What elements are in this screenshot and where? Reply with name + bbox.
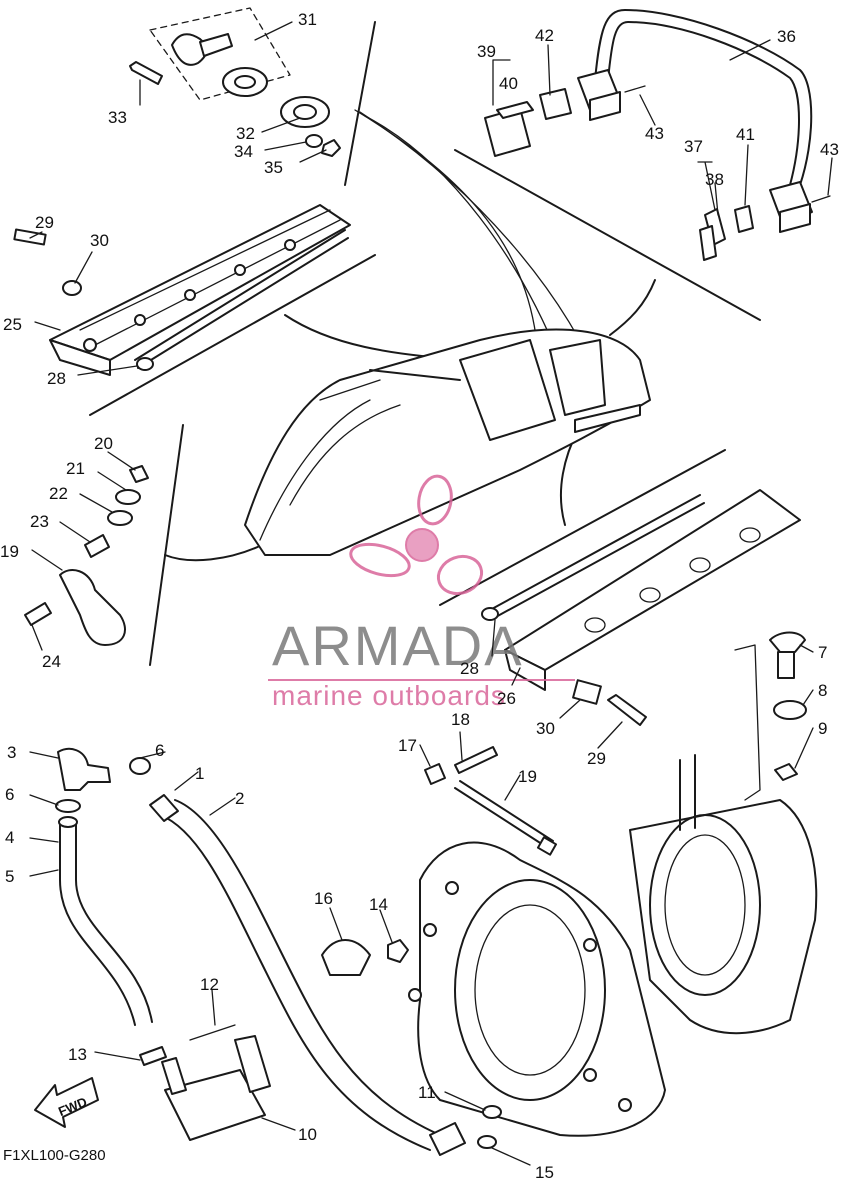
callout-21: 20 bbox=[94, 434, 113, 453]
callout-20: 19 bbox=[0, 542, 19, 561]
watermark-tagline: marine outboards bbox=[272, 680, 506, 711]
grab-handle-group bbox=[484, 9, 831, 261]
callout-32: 32 bbox=[236, 124, 255, 143]
section-borders bbox=[89, 21, 761, 666]
callout-30a: 30 bbox=[90, 231, 109, 250]
callout-43a: 43 bbox=[645, 124, 664, 143]
bilge-plug-group bbox=[734, 631, 807, 801]
callout-18: 18 bbox=[451, 710, 470, 729]
leader-lines bbox=[29, 21, 833, 1166]
hull-housing bbox=[408, 754, 818, 1149]
callout-9: 9 bbox=[818, 719, 827, 738]
callout-3: 3 bbox=[7, 743, 16, 762]
callout-34: 34 bbox=[234, 142, 253, 161]
callout-41: 41 bbox=[736, 125, 755, 144]
callout-11-label: 11 bbox=[418, 1083, 436, 1102]
callout-14: 14 bbox=[369, 895, 388, 914]
watermark: ARMADA marine outboards bbox=[268, 474, 575, 711]
callout-5: 5 bbox=[5, 867, 14, 886]
callout-23: 22 bbox=[49, 484, 68, 503]
callout-13: 13 bbox=[68, 1045, 87, 1064]
callout-labels: 31 32 33 34 35 39 40 42 36 43 37 38 41 4… bbox=[0, 10, 839, 1181]
callout-27: 25 bbox=[3, 315, 22, 334]
diagram-code: F1XL100-G280 bbox=[3, 1147, 106, 1164]
callout-37: 37 bbox=[684, 137, 703, 156]
callout-8: 8 bbox=[818, 681, 827, 700]
callout-26: 26 bbox=[497, 689, 516, 708]
callout-16: 16 bbox=[314, 889, 333, 908]
callout-29b: 29 bbox=[587, 749, 606, 768]
callout-10-label: 10 bbox=[298, 1125, 317, 1144]
callout-19: 19 bbox=[518, 767, 537, 786]
drain-plug-group bbox=[129, 7, 341, 157]
callout-33: 33 bbox=[108, 108, 127, 127]
propeller-icon bbox=[349, 474, 484, 596]
callout-36: 36 bbox=[777, 27, 796, 46]
callout-39: 39 bbox=[477, 42, 496, 61]
callout-38: 38 bbox=[705, 170, 724, 189]
jet-ski-body bbox=[244, 328, 651, 556]
callout-43b: 43 bbox=[820, 140, 839, 159]
callout-12: 12 bbox=[200, 975, 219, 994]
callout-1: 1 bbox=[195, 764, 204, 783]
hose-group bbox=[55, 747, 466, 1156]
callout-40: 40 bbox=[499, 74, 518, 93]
callout-17: 17 bbox=[398, 736, 417, 755]
callout-15-label: 15 bbox=[535, 1163, 554, 1181]
callout-35: 35 bbox=[264, 158, 283, 177]
callout-22: 21 bbox=[66, 459, 85, 478]
callout-42: 42 bbox=[535, 26, 554, 45]
callout-6b: 6 bbox=[5, 785, 14, 804]
handle-bracket-group bbox=[24, 465, 149, 646]
fwd-arrow: FWD bbox=[34, 1077, 99, 1128]
callout-29a: 29 bbox=[35, 213, 54, 232]
callout-2: 2 bbox=[235, 789, 244, 808]
rail-left-group bbox=[13, 204, 351, 376]
callout-28a: 28 bbox=[47, 369, 66, 388]
callout-31: 31 bbox=[298, 10, 317, 29]
callout-30b: 30 bbox=[536, 719, 555, 738]
watermark-brand: ARMADA bbox=[272, 614, 524, 677]
rail-right-group bbox=[481, 489, 801, 726]
callout-7: 7 bbox=[818, 643, 827, 662]
callout-4: 4 bbox=[5, 828, 14, 847]
callout-24: 23 bbox=[30, 512, 49, 531]
callout-25: 24 bbox=[42, 652, 61, 671]
callout-6a: 6 bbox=[155, 741, 164, 760]
clip-tie-group bbox=[321, 746, 558, 976]
callout-28b: 28 bbox=[460, 659, 479, 678]
